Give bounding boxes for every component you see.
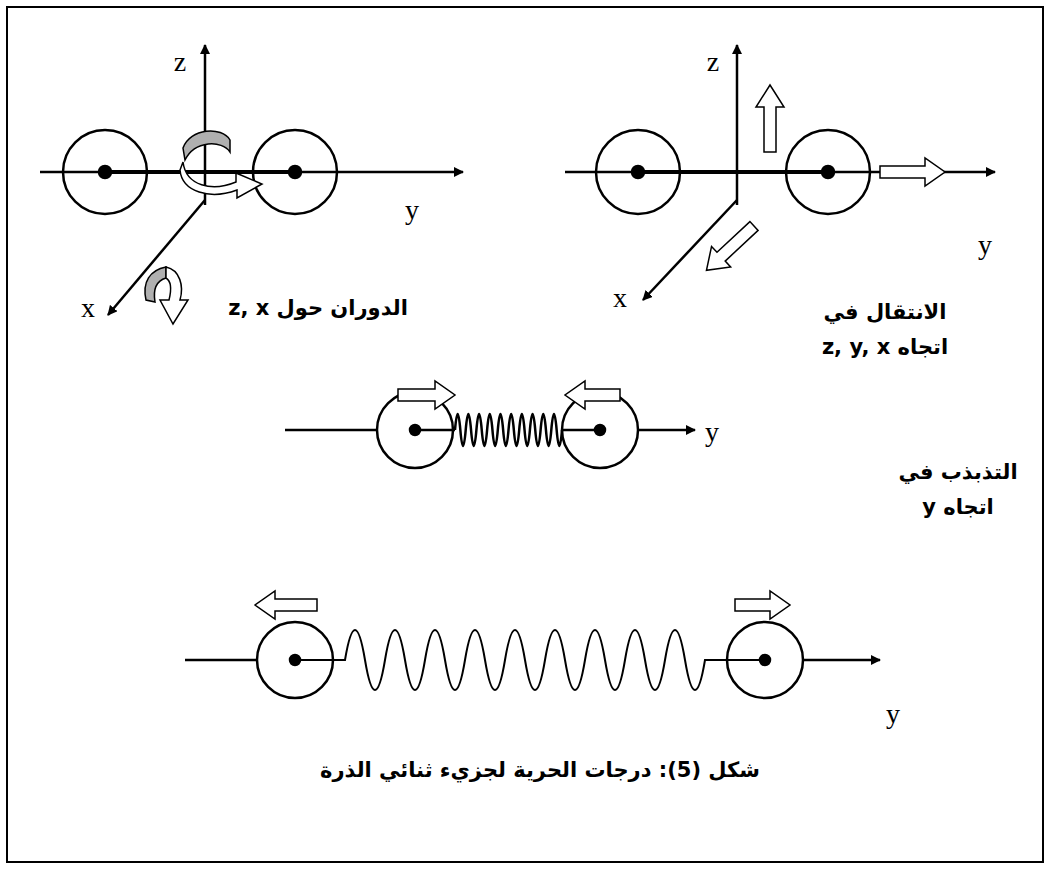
nucleus-dot	[595, 425, 605, 435]
figure-caption: شكل (5): درجات الحرية لجزيء ثنائي الذرة	[320, 753, 760, 788]
motion-label: الدوران حول z, x	[228, 291, 408, 326]
x-axis	[108, 200, 205, 315]
axis-label: x	[613, 283, 627, 314]
hollow-arrow	[756, 85, 784, 152]
axis-label: x	[81, 293, 95, 324]
vibration-stretched	[185, 591, 880, 698]
spring-coil	[455, 414, 562, 446]
motion-label: التذبذب في اتجاه y	[886, 455, 1031, 524]
bond-line	[105, 170, 295, 174]
nucleus-dot	[760, 655, 770, 665]
rotation-band	[183, 131, 230, 160]
nucleus-dot	[822, 166, 834, 178]
z-axis	[204, 45, 207, 205]
spring-wave	[295, 630, 765, 690]
axis-label: z	[174, 47, 186, 78]
translation-figure	[565, 45, 995, 300]
axis-label: y	[705, 417, 719, 448]
hollow-arrow	[735, 591, 790, 619]
hollow-arrow	[697, 216, 764, 281]
axis-line	[285, 429, 377, 432]
nucleus-dot	[632, 166, 644, 178]
y-axis	[803, 659, 880, 662]
motion-label: الانتقال في اتجاه z, y, x	[800, 295, 970, 364]
hollow-arrow	[880, 158, 945, 186]
bond-line	[638, 170, 828, 174]
rotation-band	[145, 267, 166, 302]
axis-label: y	[405, 195, 419, 226]
y-axis	[638, 429, 695, 432]
vibration-compressed	[285, 381, 695, 468]
hollow-arrow	[255, 591, 317, 619]
nucleus-dot	[290, 655, 300, 665]
rotation-figure	[40, 45, 463, 324]
rotation-arrow	[160, 267, 188, 324]
hollow-arrow	[398, 381, 455, 409]
nucleus-dot	[410, 425, 420, 435]
axis-label: y	[978, 230, 992, 261]
z-axis	[736, 45, 739, 205]
hollow-arrow	[565, 381, 620, 409]
rotation-arrow	[180, 162, 262, 198]
axis-label: z	[707, 47, 719, 78]
atom-circle	[562, 392, 638, 468]
axis-label: y	[886, 699, 900, 730]
nucleus-dot	[99, 166, 111, 178]
frame	[7, 7, 1043, 862]
nucleus-dot	[289, 166, 301, 178]
axis-line	[185, 659, 257, 662]
